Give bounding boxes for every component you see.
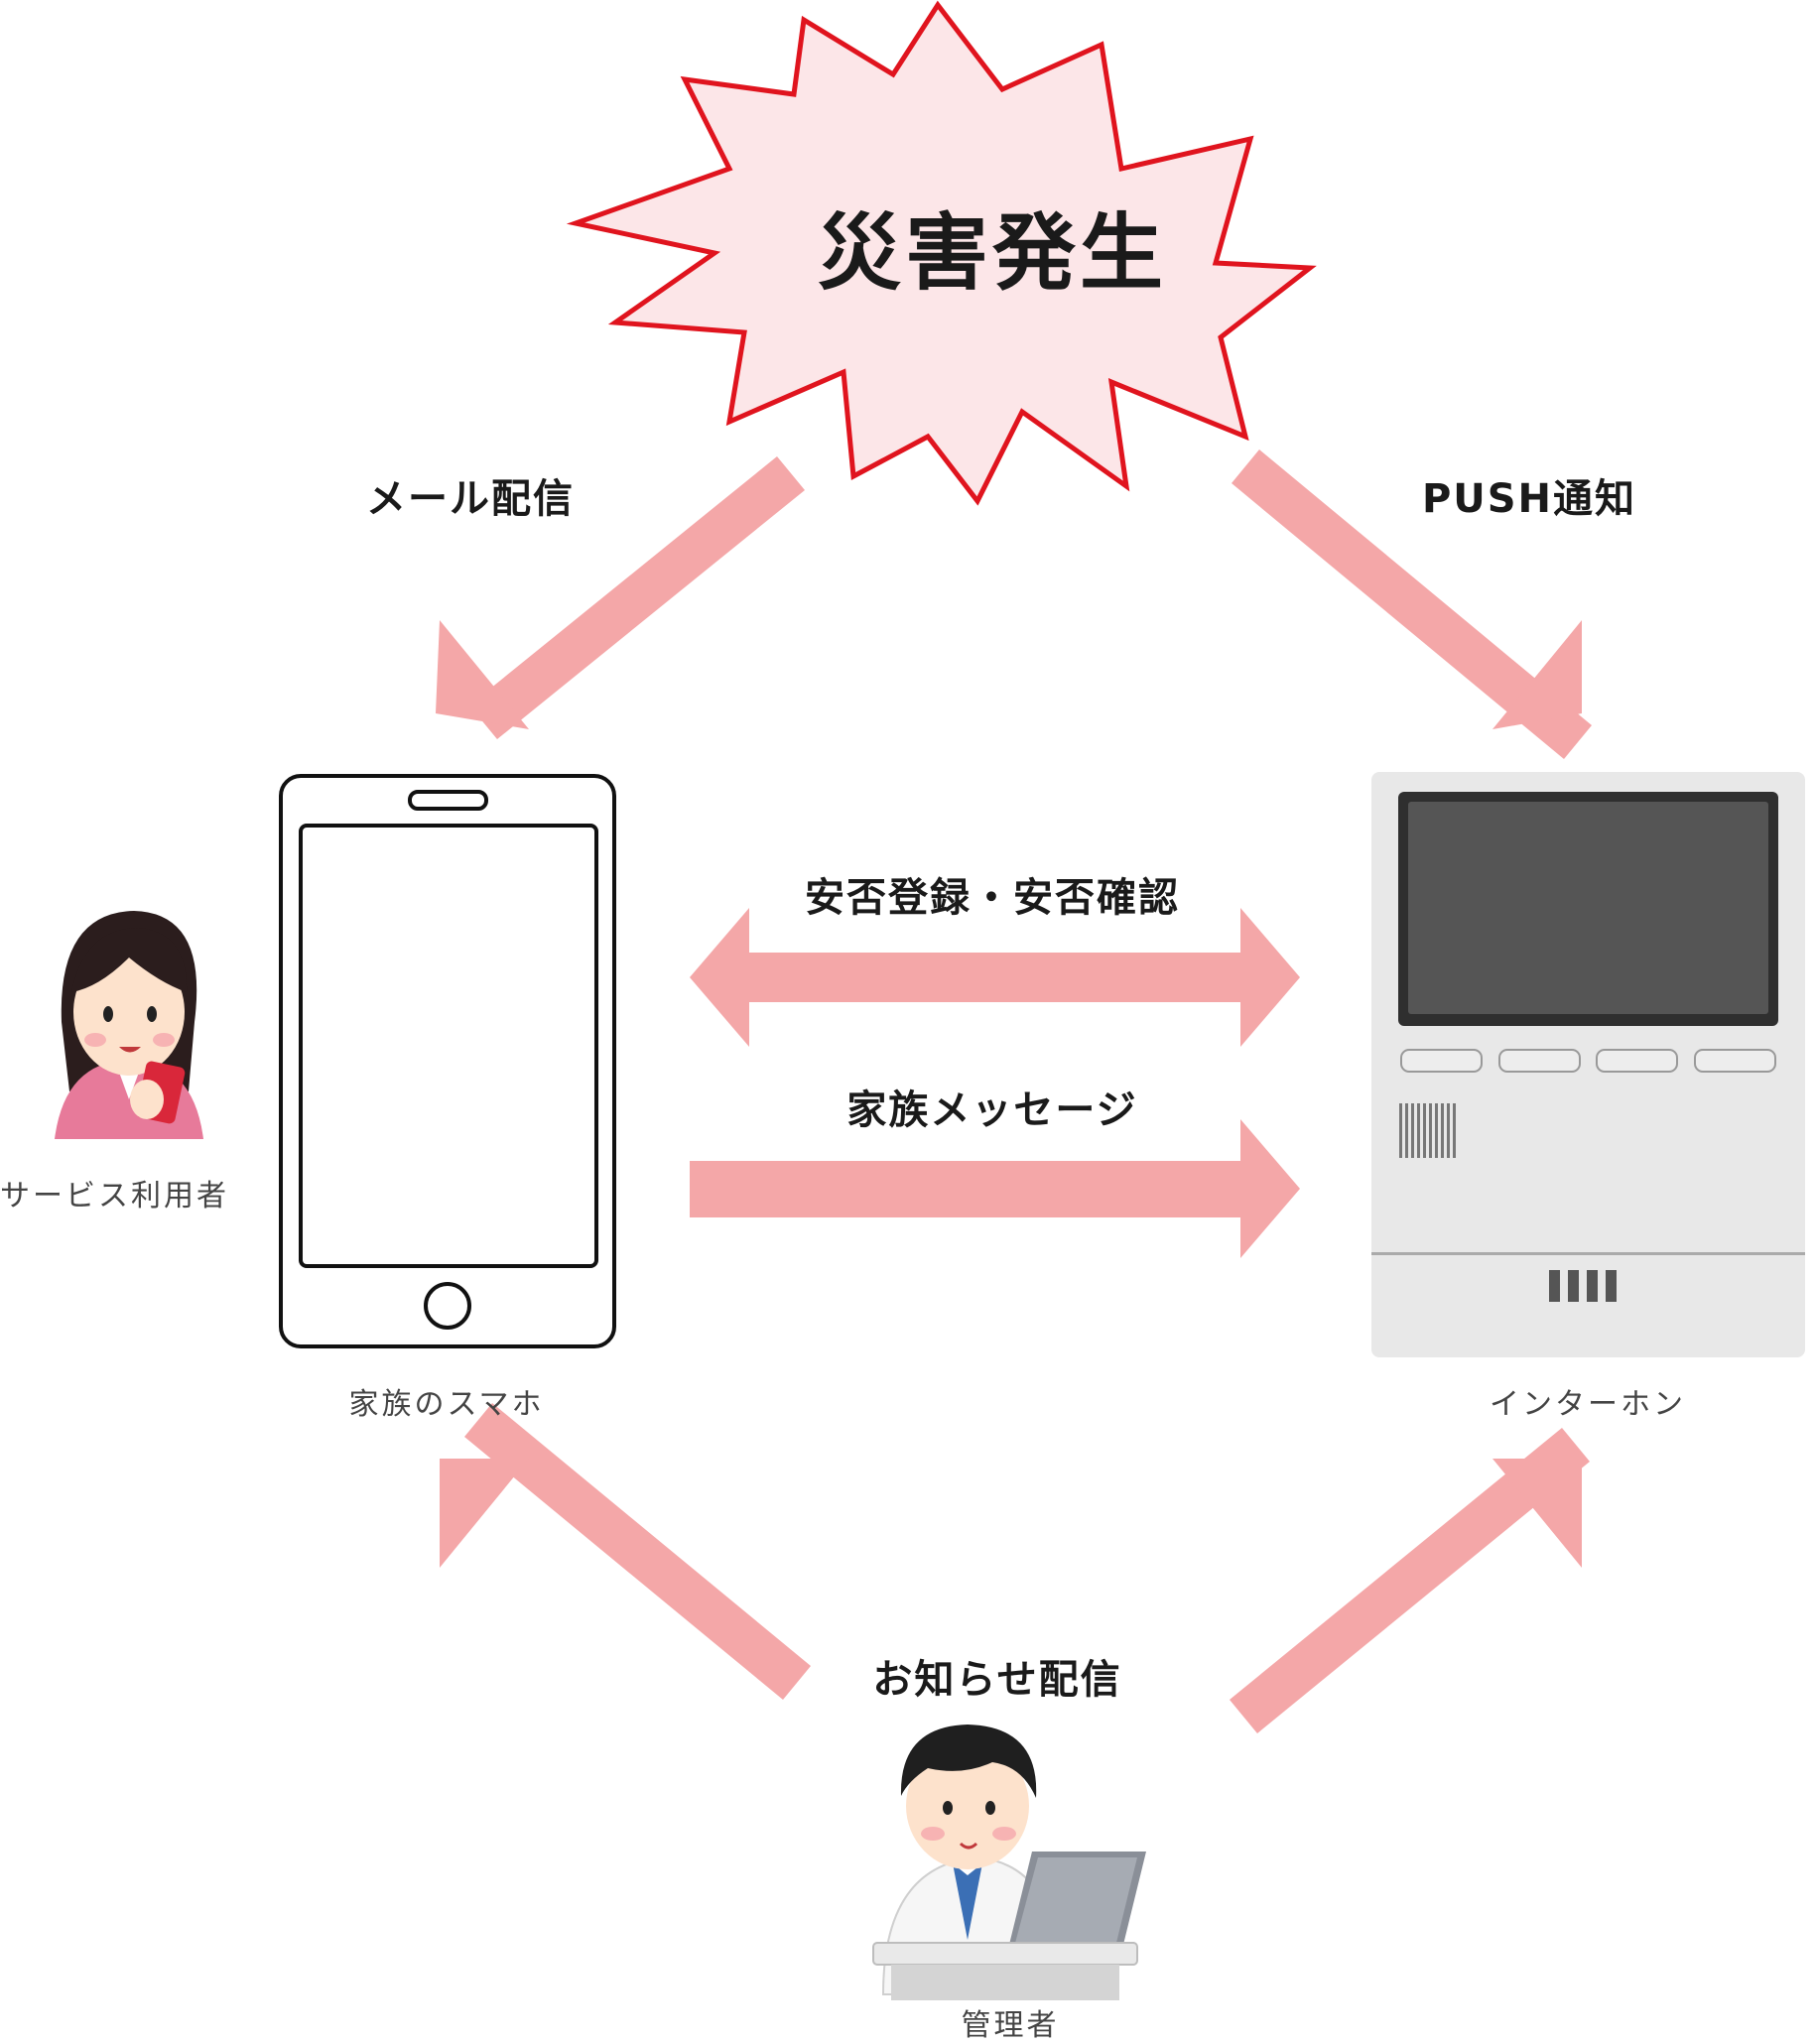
admin-at-laptop-icon	[872, 1725, 1146, 2000]
node-label-intercom: インターホン	[1490, 1387, 1686, 1422]
arrow-notice-to-intercom	[1230, 1428, 1590, 1733]
flow-label-mail: メール配信	[366, 476, 575, 522]
woman-with-phone-icon	[55, 911, 203, 1139]
flow-label-push: PUSH通知	[1421, 476, 1637, 522]
burst-shape	[566, 0, 1317, 506]
node-label-service-user: サービス利用者	[0, 1179, 229, 1214]
arrow-notice-to-phone	[440, 1403, 811, 1700]
node-label-admin: 管理者	[961, 2008, 1060, 2043]
node-label-smartphone: 家族のスマホ	[348, 1387, 545, 1422]
intercom-icon	[1371, 772, 1805, 1357]
arrow-family-message	[690, 1119, 1300, 1258]
arrow-push	[1232, 449, 1592, 759]
flow-label-notice: お知らせ配信	[872, 1657, 1122, 1703]
arrow-mail	[436, 456, 805, 739]
smartphone-icon	[279, 774, 616, 1348]
burst-label: 災害発生	[817, 204, 1168, 302]
flow-label-safety: 安否登録・安否確認	[805, 875, 1180, 921]
arrow-safety-bidirectional	[690, 908, 1300, 1047]
flow-label-family-message: 家族メッセージ	[846, 1087, 1138, 1133]
